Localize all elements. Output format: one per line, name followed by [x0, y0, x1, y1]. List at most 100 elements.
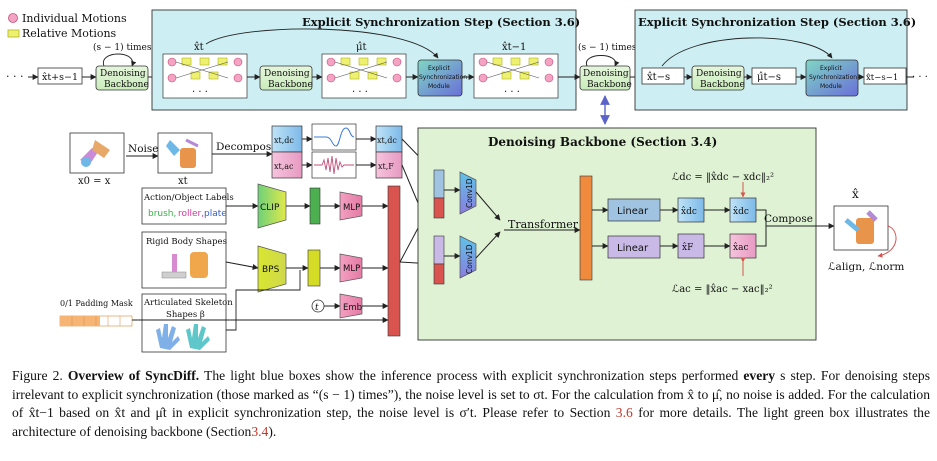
rigid-shapes-box [141, 231, 227, 289]
caption-ref-3-4[interactable]: 3.4 [251, 423, 269, 439]
svg-text:Action/Object Labels: Action/Object Labels [143, 193, 234, 203]
svg-text:Linear: Linear [617, 206, 649, 217]
padding-label: 0/1 Padding Mask [60, 299, 133, 308]
svg-text:Denoising: Denoising [264, 69, 310, 79]
conv1d-2 [459, 235, 477, 279]
noise-label: Noise [128, 143, 158, 155]
svg-text:xt,dc: xt,dc [274, 136, 294, 145]
caption-p4: ). [268, 423, 277, 439]
svg-text:· · ·: · · · [352, 87, 368, 98]
x-hat-output-label: x̂ [852, 187, 859, 201]
denoising-backbone-sync1 [259, 65, 313, 91]
denoising-backbone-middle [579, 65, 631, 91]
condition-bar [387, 185, 401, 337]
sync-box-2 [634, 9, 908, 111]
hands-icon [156, 324, 210, 350]
svg-text:Denoising: Denoising [583, 69, 629, 79]
left-denoise-1: Denoising [100, 69, 146, 79]
mlp-2 [339, 253, 363, 283]
clip-module [257, 183, 287, 229]
svg-text:Explicit: Explicit [820, 65, 842, 72]
svg-text:t: t [315, 303, 319, 313]
svg-text:MLP: MLP [343, 264, 360, 274]
svg-text:· · ·: · · · [504, 87, 520, 98]
caption-ref-3-6[interactable]: 3.6 [615, 405, 633, 421]
svg-text:CLIP: CLIP [260, 203, 280, 213]
svg-text:MLP: MLP [343, 203, 360, 213]
hat-dc-final [729, 197, 757, 223]
loss-ac: ℒac = ‖x̂ac − xac‖₂² [672, 284, 773, 295]
caption-p2: s step. For denoising steps irrelevant t… [12, 368, 930, 421]
hat-F-block [677, 233, 705, 259]
left-dots: · · · [6, 70, 23, 83]
sync-box-1-title: Explicit Synchronization Step (Section 3… [302, 15, 580, 29]
svg-text:Backbone: Backbone [587, 80, 632, 90]
skeleton-shapes-box [141, 293, 227, 353]
xt-ac-block [271, 151, 303, 179]
caption-fig: Figure 2. [12, 368, 63, 383]
caption-p1: The light blue boxes show the inference … [204, 368, 739, 383]
mu-hat-t: μ̂t [356, 42, 367, 53]
x-hat-t-plus-s-minus-1-box [37, 67, 83, 85]
svg-text:xt,F: xt,F [378, 162, 394, 171]
mu-hat-t-minus-s: μ̂t−s [757, 72, 781, 83]
motion-cluster-2: · · · [321, 53, 407, 99]
svg-text:Synchronization: Synchronization [809, 74, 857, 81]
xt-label: xt [178, 176, 188, 187]
conv1d-1 [459, 171, 477, 215]
x-hat-t-minus-s-minus-1: x̂t−s−1 [866, 72, 898, 83]
rigid-body-icon [161, 252, 208, 279]
label-brush: brush, [148, 209, 176, 219]
denoising-backbone-left [95, 65, 149, 91]
mlp-1 [339, 191, 363, 221]
decompose-label: Decompose [216, 141, 277, 153]
svg-text:Synchronization: Synchronization [419, 74, 467, 81]
bps-embedding [307, 249, 321, 287]
transformer-label: Transformer [508, 218, 579, 231]
bps-module [257, 245, 287, 293]
action-labels-box [141, 187, 227, 225]
svg-text:xt,ac: xt,ac [274, 162, 294, 171]
explicit-sync-module-2 [805, 59, 859, 97]
svg-text:x̂dc: x̂dc [733, 206, 749, 217]
align-norm-losses: ℒalign, ℒnorm [828, 261, 904, 273]
svg-text:x̂F: x̂F [682, 242, 693, 253]
x-hat-t-plus-s-minus-1: x̂t+s−1 [42, 72, 78, 83]
svg-text:· · ·: · · · [912, 72, 928, 83]
transformer-output [579, 175, 593, 281]
explicit-sync-module-1 [417, 59, 463, 97]
svg-text:xt,dc: xt,dc [377, 136, 397, 145]
svg-text:Denoising: Denoising [696, 69, 742, 79]
caption-p3: for more details. The light green box il… [12, 405, 930, 439]
output-hand-object-icon [844, 210, 878, 244]
hat-ac-final [729, 233, 757, 259]
svg-text:x̂ac: x̂ac [733, 242, 748, 253]
linear-2 [607, 235, 661, 259]
left-denoise-2: Backbone [104, 80, 149, 90]
svg-text:Conv1D: Conv1D [465, 244, 474, 274]
x-hat-t-minus-s: x̂t−s [647, 72, 670, 83]
middle-repeat: (s − 1) times [578, 42, 637, 53]
padding-mask [59, 315, 133, 327]
noisy-hand-object-icon [166, 138, 199, 168]
syncdiff-diagram: Individual Motions Relative Motions · · … [6, 9, 928, 353]
svg-text:x̂dc: x̂dc [681, 206, 697, 217]
label-plate: plate [204, 209, 227, 219]
sync-box-2-title: Explicit Synchronization Step (Section 3… [638, 15, 916, 29]
svg-text:Backbone: Backbone [700, 80, 745, 90]
xt-dc-out [375, 125, 403, 153]
label-roller: roller, [178, 209, 204, 219]
svg-text:Conv1D: Conv1D [465, 178, 474, 208]
compose-label: Compose [764, 213, 813, 225]
svg-text:Rigid Body Shapes: Rigid Body Shapes [146, 237, 227, 247]
svg-text:BPS: BPS [262, 265, 280, 275]
x-hat-t: x̂t [194, 42, 204, 53]
svg-text:Articulated Skeleton: Articulated Skeleton [143, 298, 233, 308]
denoising-backbone-sync2 [691, 65, 745, 91]
svg-text:Module: Module [428, 83, 450, 90]
legend-individual: Individual Motions [22, 12, 127, 25]
x0-label: x0 = x [78, 176, 111, 187]
left-repeat: (s − 1) times [93, 42, 152, 53]
loss-dc: ℒdc = ‖x̂dc − xdc‖₂² [672, 172, 774, 183]
svg-text:Emb: Emb [343, 303, 362, 313]
